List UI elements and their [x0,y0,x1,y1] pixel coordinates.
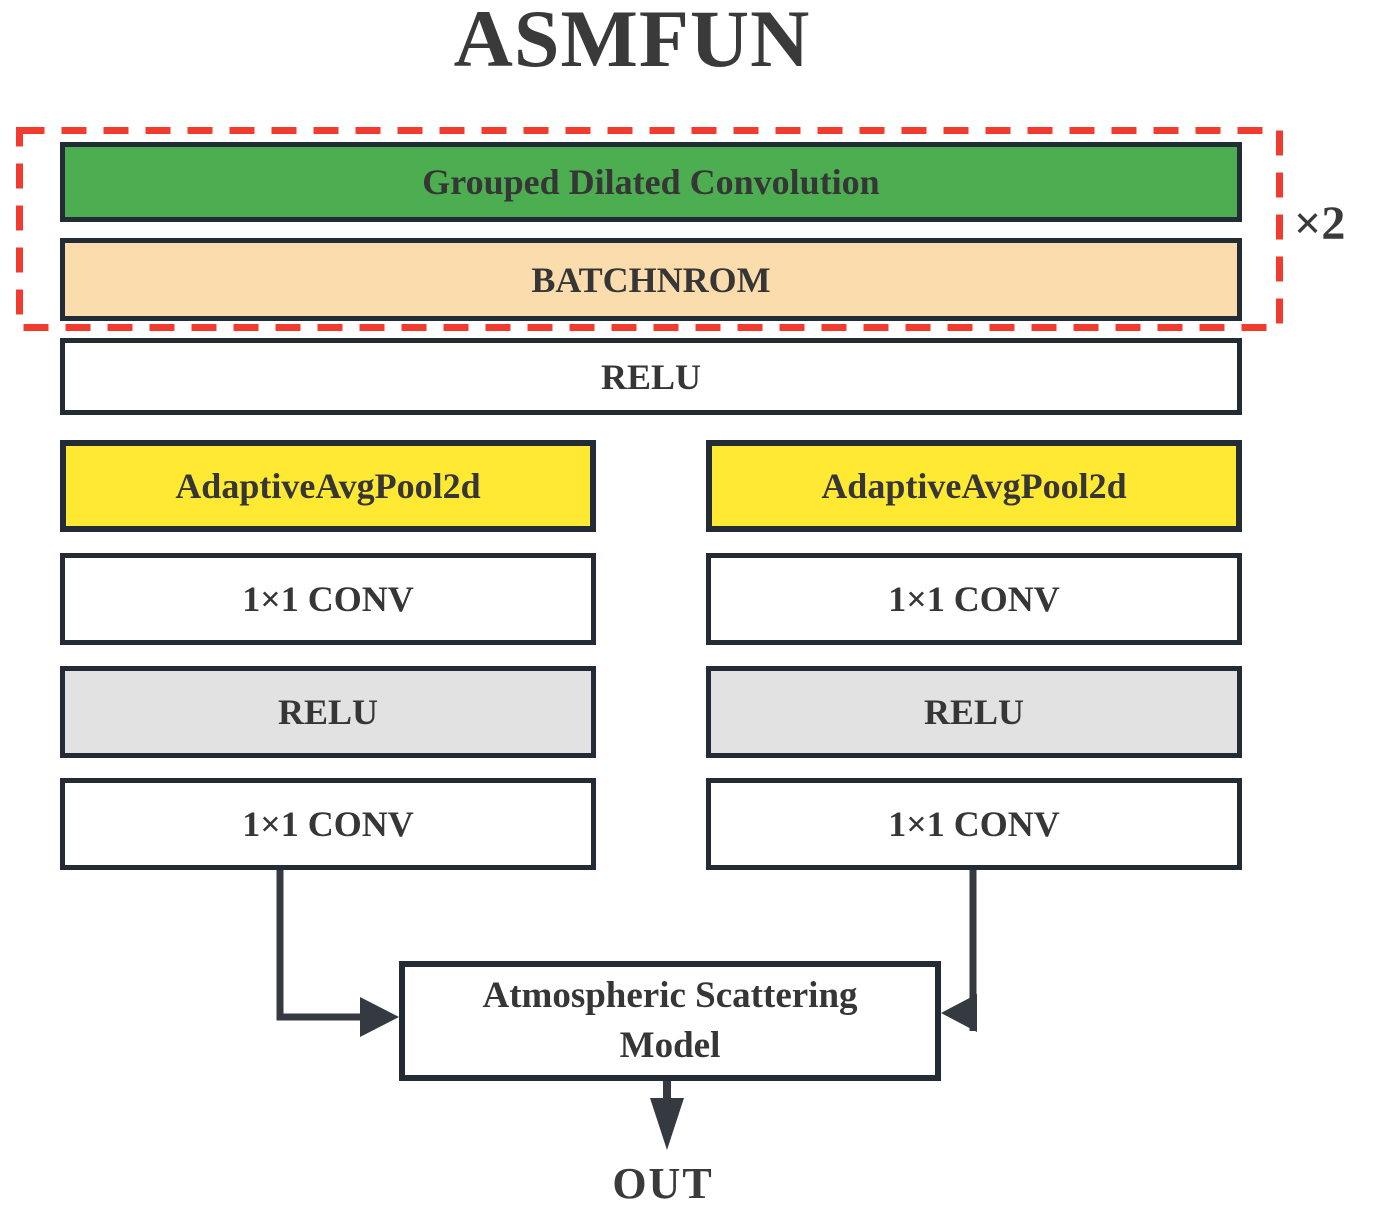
repeat-times-label: ×2 [1294,197,1346,250]
out-label: OUT [612,1159,714,1208]
relu-box: RELU [60,338,1242,415]
asm-label-line2: Model [619,1025,721,1066]
arrow-left-branch-to-asm [276,868,399,1037]
batchnorm-label: BATCHNROM [531,259,771,300]
adaptive-avg-pool-box-left: AdaptiveAvgPool2d [60,440,596,532]
conv1x1-box-right-1: 1×1 CONV [706,553,1242,645]
relu-box-right: RELU [706,666,1242,758]
batchnorm-box: BATCHNROM [60,238,1242,321]
conv1x1-box-left-1: 1×1 CONV [60,553,596,645]
grouped-dilated-convolution-box: Grouped Dilated Convolution [60,142,1242,222]
adaptive-avg-pool-label-left: AdaptiveAvgPool2d [175,466,481,506]
grouped-dilated-convolution-label: Grouped Dilated Convolution [422,162,880,202]
conv1x1-box-left-2: 1×1 CONV [60,778,596,870]
relu-label-right: RELU [923,692,1025,732]
relu-label: RELU [600,356,702,397]
conv1x1-label-right-1: 1×1 CONV [888,579,1060,619]
conv1x1-label-right-2: 1×1 CONV [888,804,1060,844]
atmospheric-scattering-model-box: Atmospheric Scattering Model [399,961,941,1081]
conv1x1-label-left-2: 1×1 CONV [242,804,414,844]
conv1x1-box-right-2: 1×1 CONV [706,778,1242,870]
arrow-asm-to-out [650,1081,684,1150]
adaptive-avg-pool-box-right: AdaptiveAvgPool2d [706,440,1242,532]
diagram-title: ASMFUN [453,0,811,84]
asm-label-line1: Atmospheric Scattering [482,975,858,1017]
adaptive-avg-pool-label-right: AdaptiveAvgPool2d [821,466,1127,506]
relu-label-left: RELU [277,692,379,732]
arrow-right-branch-to-asm [941,868,977,1032]
relu-box-left: RELU [60,666,596,758]
conv1x1-label-left-1: 1×1 CONV [242,579,414,619]
